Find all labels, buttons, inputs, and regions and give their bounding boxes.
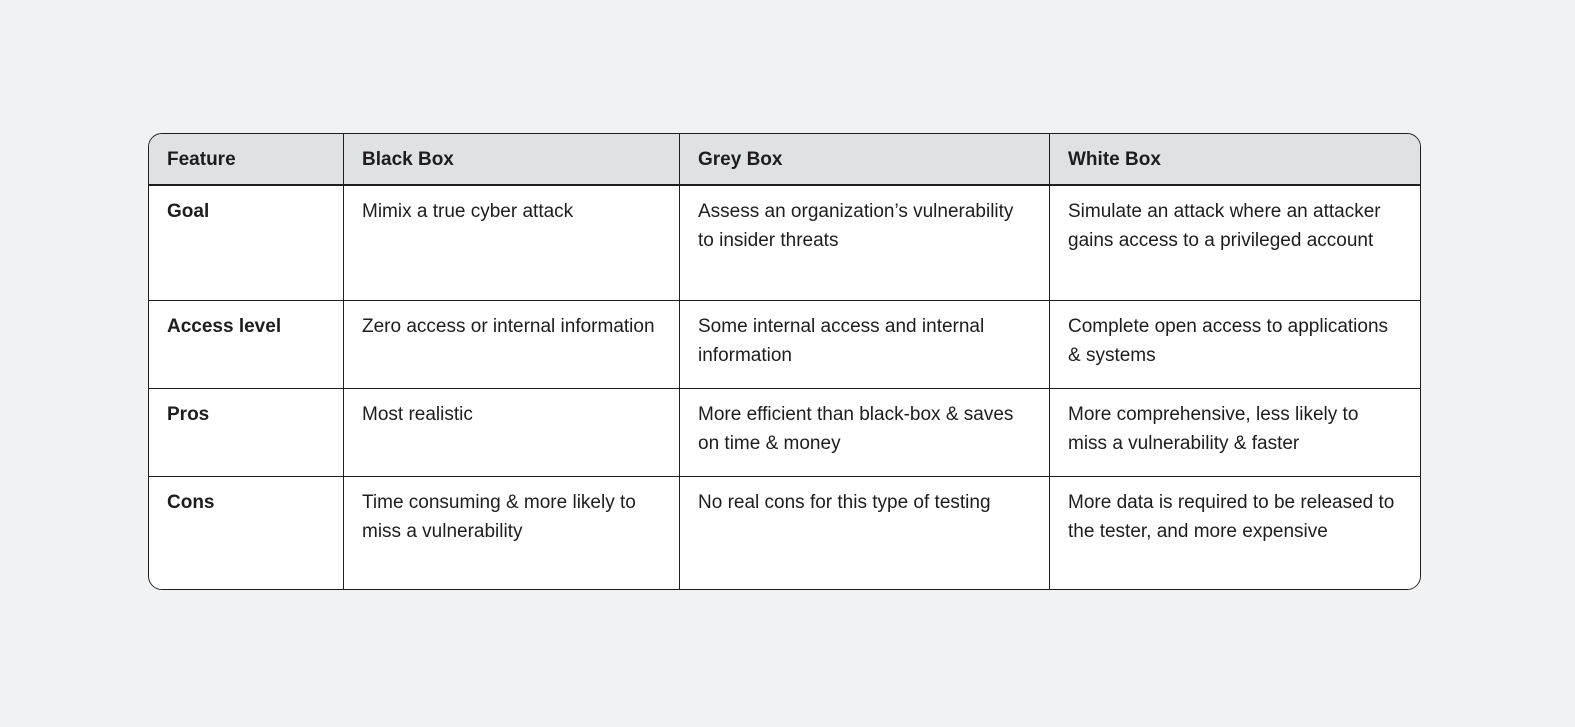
cell-access-level-white-box: Complete open access to applications & s… xyxy=(1049,300,1420,388)
row-label-access-level: Access level xyxy=(149,300,343,388)
cell-cons-white-box: More data is required to be released to … xyxy=(1049,476,1420,589)
column-header-white-box: White Box xyxy=(1049,134,1420,184)
cell-cons-black-box: Time consuming & more likely to miss a v… xyxy=(343,476,679,589)
cell-goal-white-box: Simulate an attack where an attacker gai… xyxy=(1049,184,1420,300)
row-label-pros: Pros xyxy=(149,388,343,476)
cell-pros-black-box: Most realistic xyxy=(343,388,679,476)
cell-pros-grey-box: More efficient than black-box & saves on… xyxy=(679,388,1049,476)
comparison-table: Feature Black Box Grey Box White Box Goa… xyxy=(148,133,1421,590)
cell-goal-grey-box: Assess an organization’s vulnerability t… xyxy=(679,184,1049,300)
row-label-goal: Goal xyxy=(149,184,343,300)
cell-access-level-grey-box: Some internal access and internal inform… xyxy=(679,300,1049,388)
column-header-black-box: Black Box xyxy=(343,134,679,184)
cell-pros-white-box: More comprehensive, less likely to miss … xyxy=(1049,388,1420,476)
cell-cons-grey-box: No real cons for this type of testing xyxy=(679,476,1049,589)
cell-access-level-black-box: Zero access or internal information xyxy=(343,300,679,388)
column-header-feature: Feature xyxy=(149,134,343,184)
row-label-cons: Cons xyxy=(149,476,343,589)
column-header-grey-box: Grey Box xyxy=(679,134,1049,184)
cell-goal-black-box: Mimix a true cyber attack xyxy=(343,184,679,300)
